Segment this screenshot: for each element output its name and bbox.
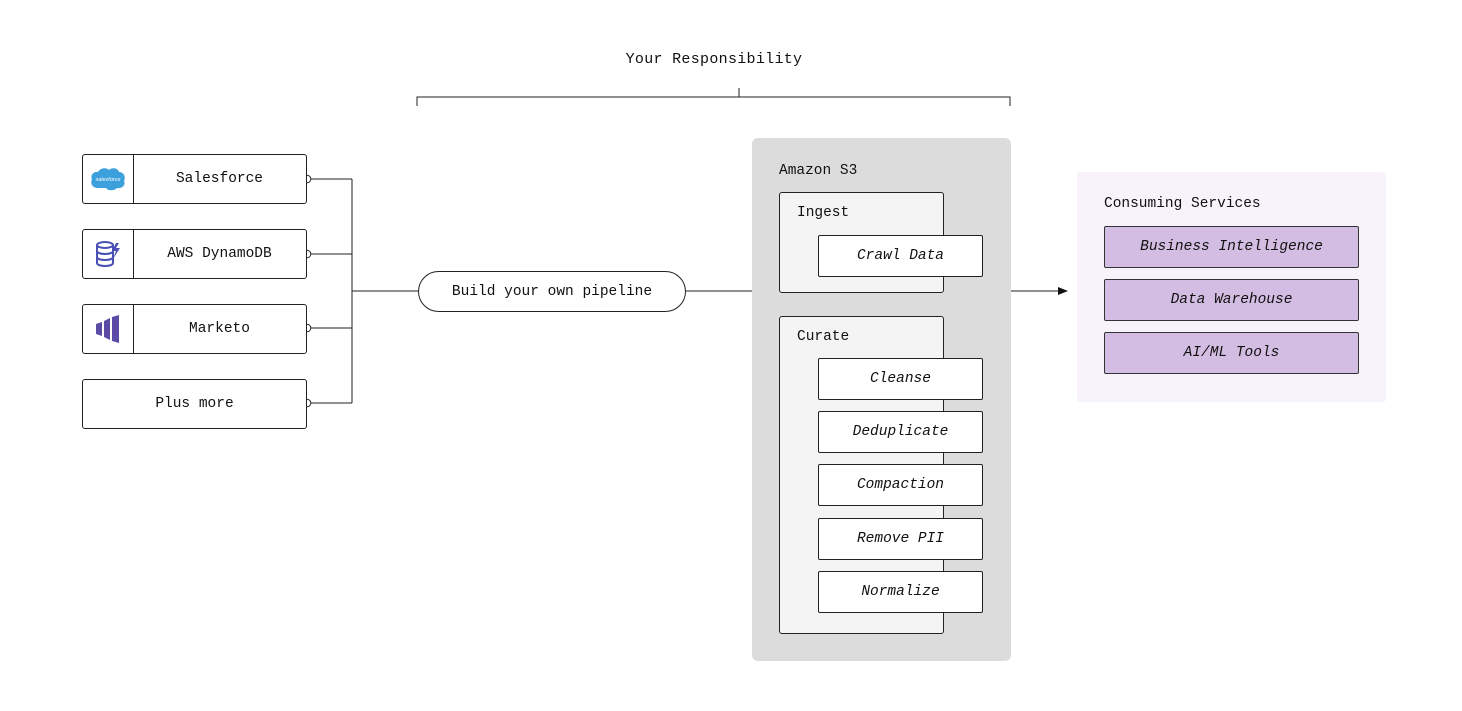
step-crawl-data[interactable]: Crawl Data bbox=[818, 235, 983, 277]
source-label: Salesforce bbox=[175, 171, 263, 187]
salesforce-cloud-icon: salesforce bbox=[91, 168, 125, 191]
consuming-services-title: Consuming Services bbox=[1104, 196, 1261, 212]
dynamodb-database-icon bbox=[96, 241, 120, 267]
salesforce-logo-cell: salesforce bbox=[83, 155, 134, 203]
source-plus-more[interactable]: Plus more bbox=[82, 379, 307, 429]
pipeline-node[interactable]: Build your own pipeline bbox=[418, 271, 686, 312]
step-compaction[interactable]: Compaction bbox=[818, 464, 983, 506]
step-remove-pii[interactable]: Remove PII bbox=[818, 518, 983, 560]
amazon-s3-title: Amazon S3 bbox=[779, 163, 858, 179]
step-normalize[interactable]: Normalize bbox=[818, 571, 983, 613]
ingest-title: Ingest bbox=[797, 205, 850, 221]
responsibility-title: Your Responsibility bbox=[625, 51, 803, 68]
source-salesforce[interactable]: salesforce Salesforce bbox=[82, 154, 307, 204]
source-dynamodb[interactable]: AWS DynamoDB bbox=[82, 229, 307, 279]
source-marketo[interactable]: Marketo bbox=[82, 304, 307, 354]
service-ai-ml-tools[interactable]: AI/ML Tools bbox=[1104, 332, 1359, 374]
curate-title: Curate bbox=[797, 329, 850, 345]
marketo-bars-icon bbox=[96, 315, 119, 343]
step-cleanse[interactable]: Cleanse bbox=[818, 358, 983, 400]
dynamodb-logo-cell bbox=[83, 230, 134, 278]
responsibility-bracket bbox=[416, 88, 1011, 106]
source-label: AWS DynamoDB bbox=[167, 246, 272, 262]
service-data-warehouse[interactable]: Data Warehouse bbox=[1104, 279, 1359, 321]
marketo-logo-cell bbox=[83, 305, 134, 353]
svg-text:salesforce: salesforce bbox=[95, 177, 120, 183]
step-deduplicate[interactable]: Deduplicate bbox=[818, 411, 983, 453]
service-business-intelligence[interactable]: Business Intelligence bbox=[1104, 226, 1359, 268]
source-label: Plus more bbox=[155, 396, 234, 412]
source-label: Marketo bbox=[189, 321, 250, 337]
